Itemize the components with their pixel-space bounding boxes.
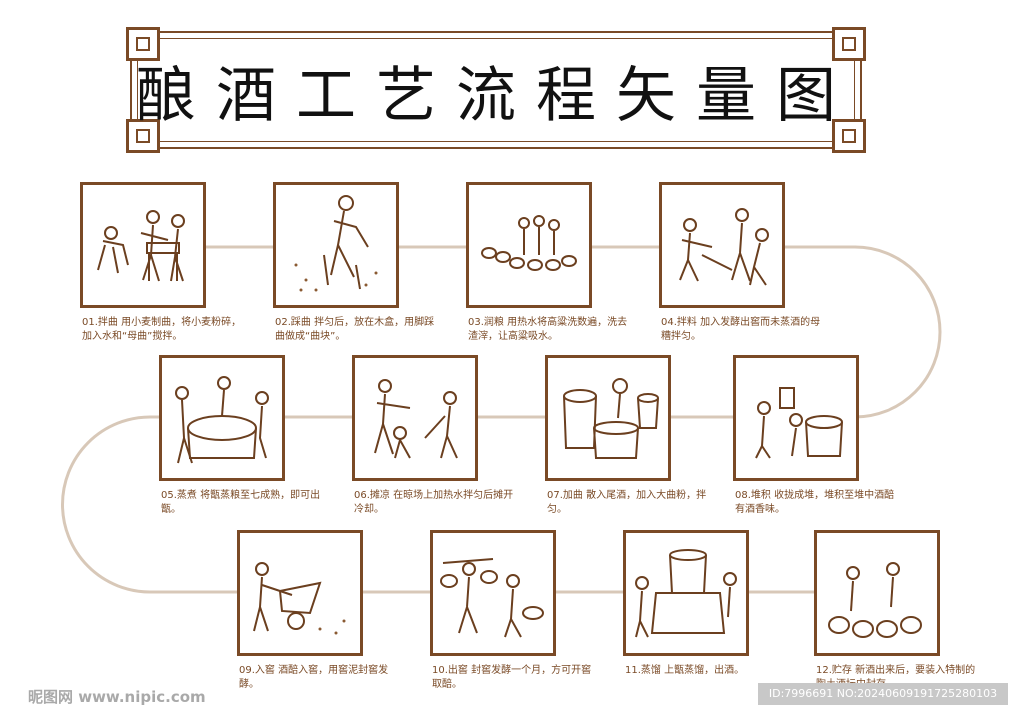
title-frame [130, 31, 862, 149]
step-07-image [545, 355, 671, 481]
step-07-caption: 07.加曲 散入尾酒，加入大曲粉，拌匀。 [547, 490, 707, 515]
step-05-image [159, 355, 285, 481]
step-09-caption: 09.入窖 酒醅入窖，用窖泥封窖发酵。 [239, 665, 389, 690]
step-05-caption: 05.蒸煮 将甑蒸粮至七成熟，即可出甑。 [161, 490, 321, 515]
step-02-caption: 02.踩曲 拌匀后，放在木盒，用脚踩曲做成“曲块”。 [275, 317, 435, 342]
corner-ornament [126, 27, 160, 61]
watermark-left: 昵图网 www.nipic.com [28, 688, 206, 706]
corner-ornament [832, 27, 866, 61]
step-08-caption: 08.堆积 收拢成堆，堆积至堆中酒醅有酒香味。 [735, 490, 895, 515]
step-11-image [623, 530, 749, 656]
step-04-caption: 04.拌料 加入发酵出窖而未蒸酒的母糟拌匀。 [661, 317, 821, 342]
step-01-caption: 01.拌曲 用小麦制曲，将小麦粉碎，加入水和“母曲”搅拌。 [82, 317, 242, 342]
corner-ornament [832, 119, 866, 153]
corner-ornament [126, 119, 160, 153]
watermark-right: ID:7996691 NO:20240609191725280103 [758, 683, 1008, 705]
step-01-image [80, 182, 206, 308]
step-11-caption: 11.蒸馏 上甑蒸馏，出酒。 [625, 665, 745, 676]
step-08-image [733, 355, 859, 481]
step-10-image [430, 530, 556, 656]
step-09-image [237, 530, 363, 656]
page-title: 酿酒工艺流程矢量图 [136, 60, 856, 131]
step-06-image [352, 355, 478, 481]
step-06-caption: 06.摊凉 在晾场上加热水拌匀后摊开冷却。 [354, 490, 514, 515]
step-02-image [273, 182, 399, 308]
step-10-caption: 10.出窖 封窖发酵一个月，方可开窖取醅。 [432, 665, 592, 690]
step-03-caption: 03.润粮 用热水将高粱洗数遍，洗去渣滓，让高粱吸水。 [468, 317, 628, 342]
step-12-image [814, 530, 940, 656]
step-03-image [466, 182, 592, 308]
step-04-image [659, 182, 785, 308]
